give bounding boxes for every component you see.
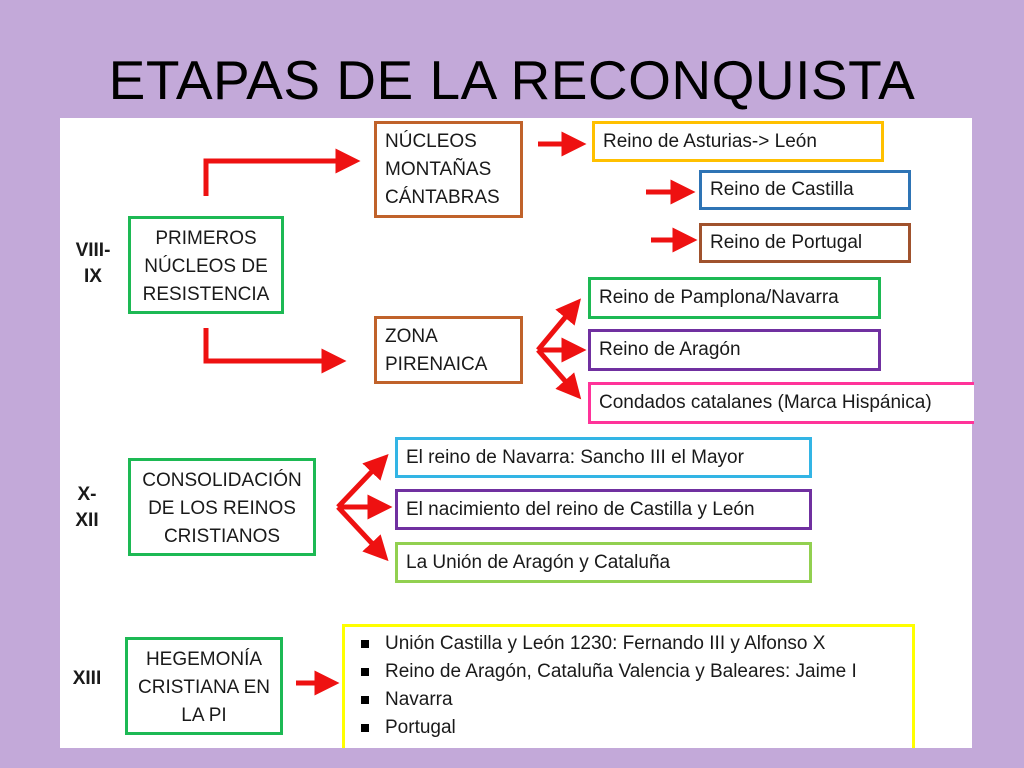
slide-title: ETAPAS DE LA RECONQUISTA xyxy=(108,49,916,111)
kingdom-portugal: Reino de Portugal xyxy=(699,223,911,263)
kingdom-aragon: Reino de Aragón xyxy=(588,329,881,371)
kingdom-castilla: Reino de Castilla xyxy=(699,170,911,210)
item-castilla-leon: El nacimiento del reino de Castilla y Le… xyxy=(395,489,812,530)
item-reino-navarra: El reino de Navarra: Sancho III el Mayor xyxy=(395,437,812,478)
kingdom-asturias: Reino de Asturias-> León xyxy=(592,121,884,162)
list-item: Unión Castilla y León 1230: Fernando III… xyxy=(355,630,912,658)
era-label-viii-ix: VIII-IX xyxy=(75,240,111,287)
list-item: Reino de Aragón, Cataluña Valencia y Bal… xyxy=(355,658,912,686)
item-aragon-cataluna: La Unión de Aragón y Cataluña xyxy=(395,542,812,583)
era-label-x-xii: X-XII xyxy=(75,484,99,531)
list-item: Portugal xyxy=(355,714,912,742)
list-item: Navarra xyxy=(355,686,912,714)
kingdom-condados-catalanes: Condados catalanes (Marca Hispánica) xyxy=(588,382,974,424)
hegemony-list: Unión Castilla y León 1230: Fernando III… xyxy=(342,624,915,748)
era-label-xiii: XIII xyxy=(72,668,102,689)
kingdom-pamplona-navarra: Reino de Pamplona/Navarra xyxy=(588,277,881,319)
